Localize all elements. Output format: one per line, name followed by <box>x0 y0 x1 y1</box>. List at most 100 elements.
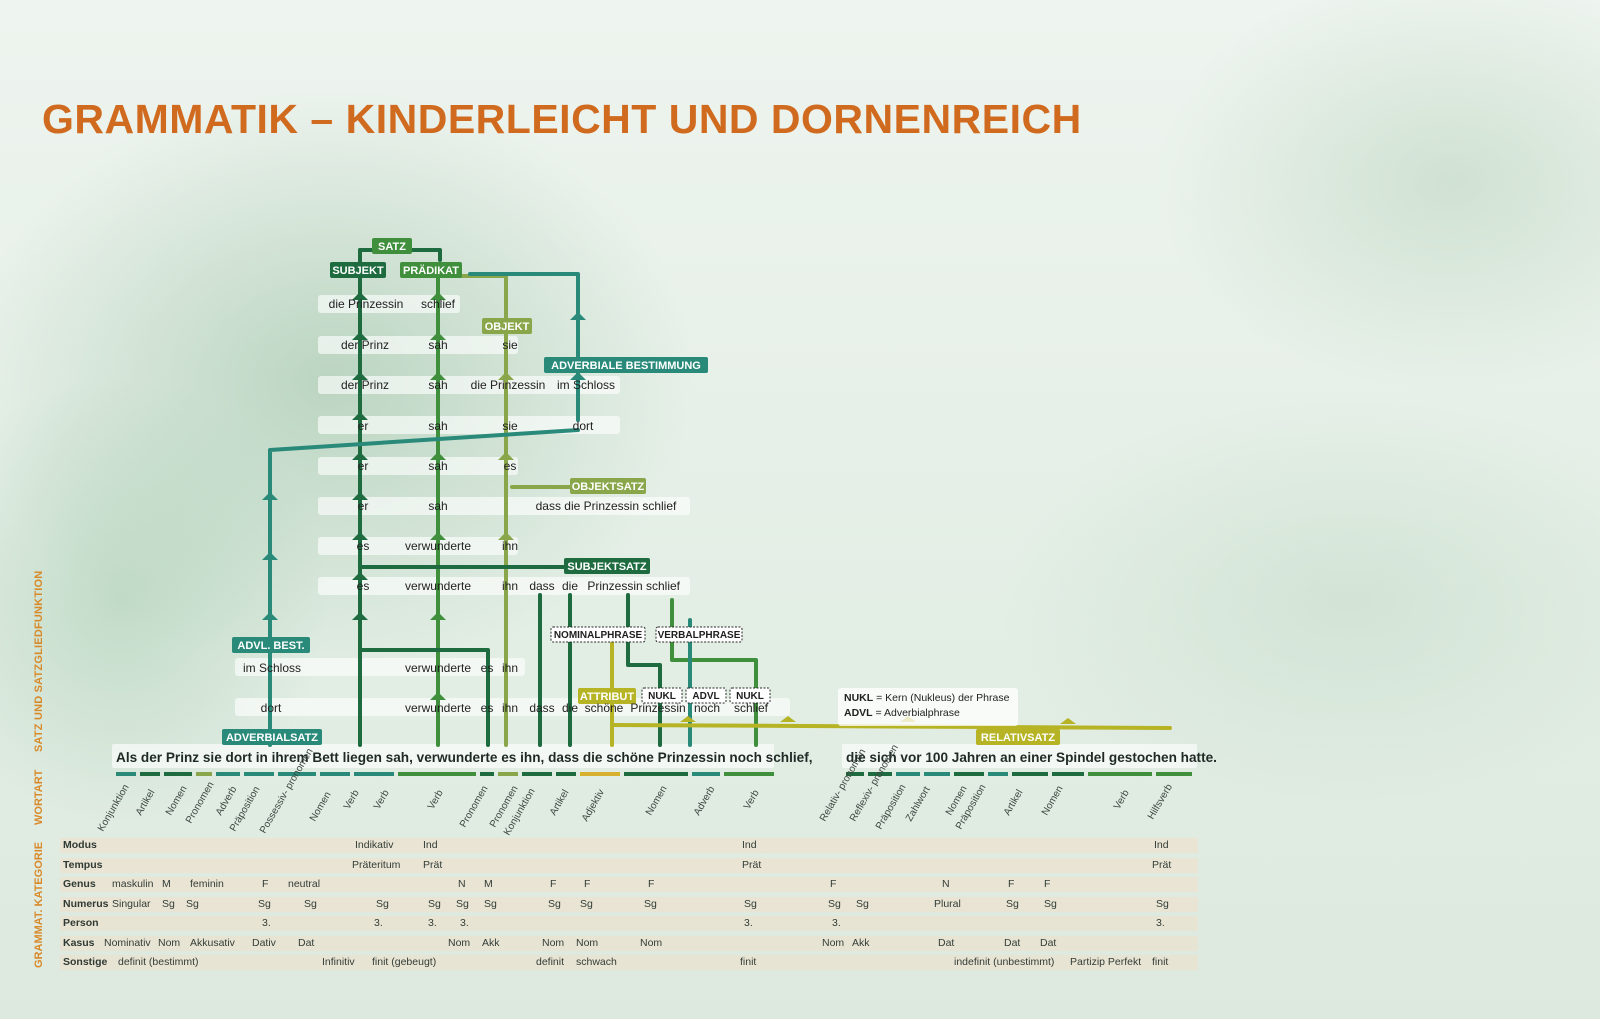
row2-w3: sie <box>502 338 518 352</box>
tag-relativsatz: RELATIVSATZ <box>981 732 1055 744</box>
row9-w2: verwunderte <box>405 661 471 675</box>
row-header-sonstige: Sonstige <box>63 956 107 968</box>
tag-objektsatz: OBJEKTSATZ <box>572 481 645 493</box>
row10-w7: schöne <box>585 701 624 715</box>
tag-adverbiale: ADVERBIALE BESTIMMUNG <box>551 360 701 372</box>
row9-w3: es <box>481 661 494 675</box>
cell-tempus: Prät <box>423 859 442 871</box>
cell-sonstige: schwach <box>576 956 617 968</box>
cell-genus: F <box>1044 878 1050 890</box>
row9-w1: im Schloss <box>243 661 301 675</box>
row8-w3: ihn <box>502 579 518 593</box>
row10-w3: es <box>481 701 494 715</box>
row10-w8: Prinzessin <box>630 701 685 715</box>
tag-praedikat: PRÄDIKAT <box>403 264 459 277</box>
row5-w2: sah <box>428 459 447 473</box>
cell-tempus: Prät <box>742 859 761 871</box>
row7-w1: es <box>357 539 370 553</box>
cell-kasus: Nom <box>542 937 564 949</box>
cell-genus: F <box>830 878 836 890</box>
legend-advl: ADVL = Adverbialphrase <box>844 706 1012 721</box>
cell-genus: F <box>648 878 654 890</box>
cell-tempus: Prät <box>1152 859 1171 871</box>
row3-w1: der Prinz <box>341 378 389 392</box>
cell-genus: F <box>584 878 590 890</box>
wordtype-color-bar <box>116 772 1192 776</box>
row10-w9: noch <box>694 701 720 715</box>
tag-subjekt: SUBJEKT <box>332 265 384 277</box>
cell-numerus: Sg <box>456 898 469 910</box>
cell-genus: F <box>262 878 268 890</box>
cell-kasus: Nom <box>158 937 180 949</box>
prinzessin-branch <box>628 595 660 745</box>
row6-w2: sah <box>428 499 447 513</box>
tag-objekt: OBJEKT <box>485 321 530 333</box>
row-header-genus: Genus <box>63 878 96 890</box>
row6-w3: dass die Prinzessin schlief <box>536 499 677 513</box>
cell-person: 3. <box>744 917 753 929</box>
cell-numerus: Sg <box>304 898 317 910</box>
cell-numerus: Sg <box>428 898 441 910</box>
row-header-person: Person <box>63 917 99 929</box>
cell-numerus: Sg <box>644 898 657 910</box>
row1-w2: schlief <box>421 297 456 311</box>
relative-clause-sentence: die sich vor 100 Jahren an einer Spindel… <box>846 750 1217 765</box>
row8-w2: verwunderte <box>405 579 471 593</box>
cell-numerus: Sg <box>162 898 175 910</box>
row-header-modus: Modus <box>63 839 97 851</box>
tag-subjektsatz: SUBJEKTSATZ <box>567 561 647 573</box>
row3-w2: sah <box>428 378 447 392</box>
cell-genus: N <box>942 878 950 890</box>
cell-kasus: Akkusativ <box>190 937 235 949</box>
row8-w1: es <box>357 579 370 593</box>
cell-sonstige: indefinit (unbestimmt) <box>954 956 1054 968</box>
side-label-wortart: WORTART <box>33 770 45 825</box>
cell-numerus: Sg <box>580 898 593 910</box>
grid-row-tempus <box>60 858 1198 873</box>
cell-kasus: Dat <box>298 937 314 949</box>
cell-genus: F <box>550 878 556 890</box>
cell-sonstige: definit (bestimmt) <box>118 956 199 968</box>
cell-numerus: Sg <box>484 898 497 910</box>
cell-numerus: Sg <box>856 898 869 910</box>
row7-w2: verwunderte <box>405 539 471 553</box>
cell-kasus: Dat <box>1040 937 1056 949</box>
cell-genus: F <box>1008 878 1014 890</box>
tag-satz: SATZ <box>378 241 406 253</box>
row-header-kasus: Kasus <box>63 937 95 949</box>
row3-w4: im Schloss <box>557 378 615 392</box>
cell-sonstige: finit (gebeugt) <box>372 956 436 968</box>
cell-numerus: Plural <box>934 898 961 910</box>
row6-w1: er <box>358 499 369 513</box>
row10-w10: schlief <box>734 701 769 715</box>
cell-person: 3. <box>374 917 383 929</box>
legend-nukl: NUKL = Kern (Nukleus) der Phrase <box>844 691 1012 706</box>
cell-numerus: Sg <box>1006 898 1019 910</box>
row10-w1: dort <box>261 701 282 715</box>
cell-genus: M <box>484 878 493 890</box>
cell-sonstige: Partizip Perfekt <box>1070 956 1141 968</box>
example-sentence: Als der Prinz sie dort in ihrem Bett lie… <box>116 750 813 765</box>
cell-genus: feminin <box>190 878 224 890</box>
cell-genus: maskulin <box>112 878 153 890</box>
cell-sonstige: finit <box>740 956 756 968</box>
row4-w4: dort <box>573 419 594 433</box>
cell-modus: Ind <box>1154 839 1169 851</box>
cell-kasus: Nom <box>640 937 662 949</box>
row8-w4: dass <box>529 579 554 593</box>
cell-kasus: Nominativ <box>104 937 151 949</box>
side-label-satz: SATZ UND SATZGLIEDFUNKTION <box>33 571 45 752</box>
cell-modus: Ind <box>423 839 438 851</box>
grid-row-modus <box>60 838 1198 853</box>
row8-w5: die <box>562 579 578 593</box>
cell-person: 3. <box>460 917 469 929</box>
cell-kasus: Dat <box>1004 937 1020 949</box>
side-label-kategorie: GRAMMAT. KATEGORIE <box>33 842 45 968</box>
row10-w4: ihn <box>502 701 518 715</box>
row9-w4: ihn <box>502 661 518 675</box>
row10-w2: verwunderte <box>405 701 471 715</box>
cell-numerus: Sg <box>258 898 271 910</box>
row8-w7: schlief <box>646 579 681 593</box>
row10-w6: die <box>562 701 578 715</box>
cell-tempus: Präteritum <box>352 859 400 871</box>
